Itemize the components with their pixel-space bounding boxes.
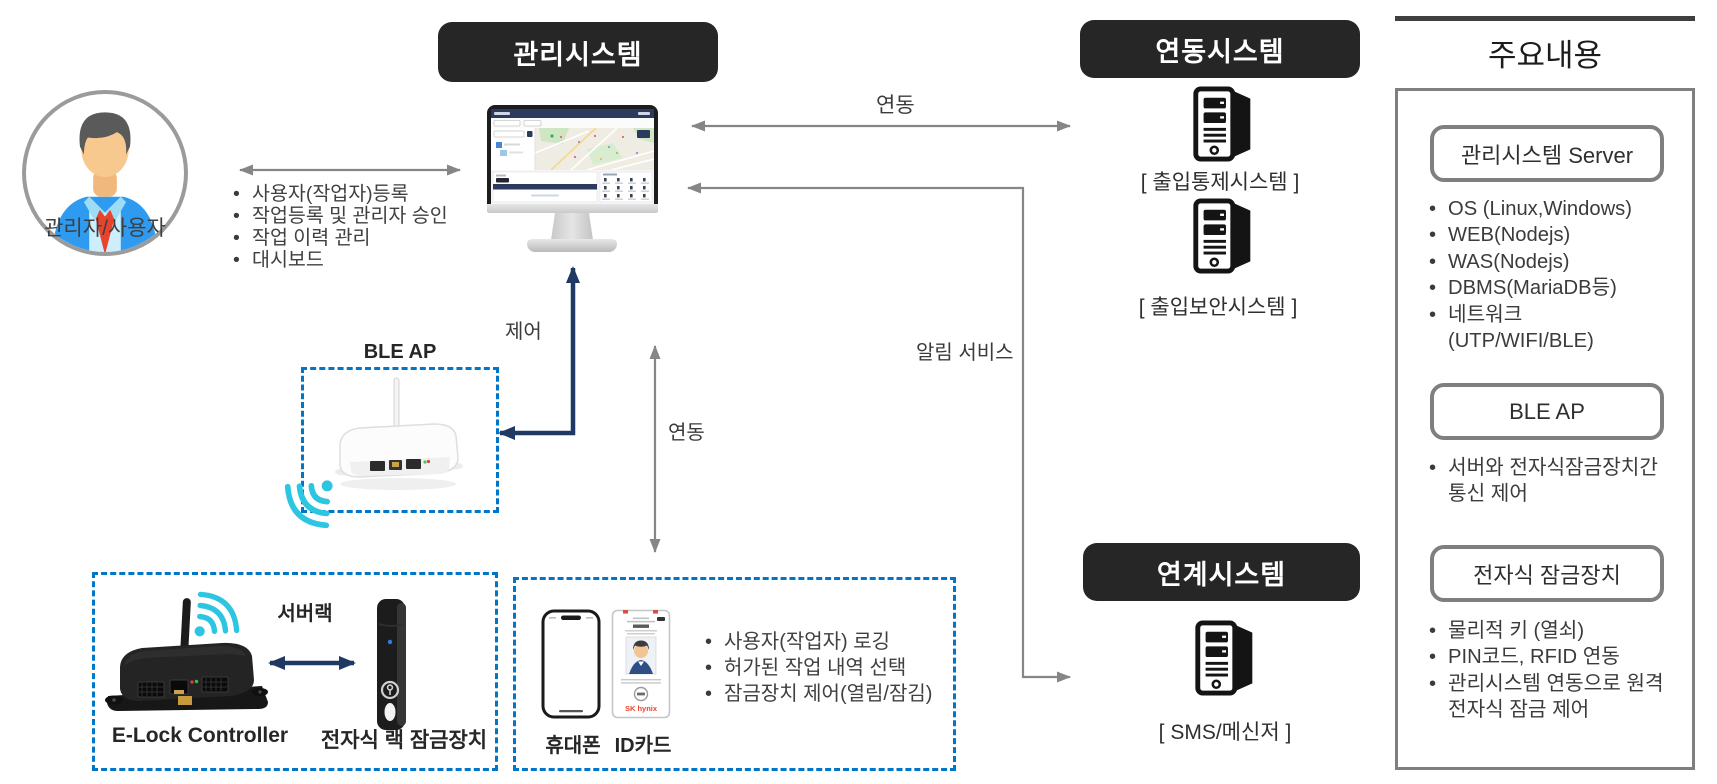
mobile-box bbox=[513, 577, 956, 771]
admin-user-label: 관리자/사용자 bbox=[44, 217, 166, 240]
summary-bleap-list: 서버와 전자식잠금장치간 통신 제어 bbox=[1424, 455, 1692, 508]
access-control-server-label: [ 출입통제시스템 ] bbox=[1140, 171, 1300, 194]
server-rack-box bbox=[92, 572, 498, 771]
summary-lock-list: 물리적 키 (열쇠) PIN코드, RFID 연동 관리시스템 연동으로 원격 … bbox=[1424, 618, 1692, 724]
summary-title: 주요내용 bbox=[1487, 38, 1603, 73]
list-item: 허가된 작업 내역 선택 bbox=[700, 655, 932, 681]
summary-top-rule bbox=[1395, 16, 1695, 21]
linked-system-header: 연계시스템 bbox=[1083, 543, 1360, 601]
elock-controller-label: E-Lock Controller bbox=[111, 724, 289, 747]
list-item: 서버와 전자식잠금장치간 통신 제어 bbox=[1424, 455, 1692, 508]
phone-icon bbox=[541, 609, 601, 719]
access-security-server-label: [ 출입보안시스템 ] bbox=[1138, 296, 1298, 319]
list-item: 대시보드 bbox=[228, 249, 448, 271]
control-arrow-label: 제어 bbox=[505, 321, 542, 343]
ble-ap-label: BLE AP bbox=[363, 341, 437, 363]
rack-lock-label: 전자식 랙 잠금장치 bbox=[320, 729, 488, 752]
management-system-header: 관리시스템 bbox=[438, 22, 718, 82]
ble-ap-router-icon bbox=[335, 377, 463, 490]
list-item: 사용자(작업자)등록 bbox=[228, 183, 448, 205]
interlock-top-label: 연동 bbox=[876, 94, 915, 117]
monitor-stand-neck bbox=[551, 213, 593, 240]
actor-function-list: 사용자(작업자)등록 작업등록 및 관리자 승인 작업 이력 관리 대시보드 bbox=[228, 183, 448, 271]
list-item: DBMS(MariaDB등) bbox=[1424, 275, 1692, 302]
list-item: WEB(Nodejs) bbox=[1424, 222, 1692, 249]
interlock-mid-label: 연동 bbox=[668, 422, 705, 444]
list-item: PIN코드, RFID 연동 bbox=[1424, 644, 1692, 671]
id-card-icon bbox=[611, 609, 671, 719]
monitor-chin bbox=[487, 204, 658, 213]
ble-ap-box bbox=[301, 367, 499, 513]
person-icon bbox=[52, 112, 158, 252]
sms-messenger-label: [ SMS/메신저 ] bbox=[1158, 721, 1292, 744]
list-item: 네트워크 (UTP/WIFI/BLE) bbox=[1424, 302, 1692, 355]
summary-server-list: OS (Linux,Windows) WEB(Nodejs) WAS(Nodej… bbox=[1424, 196, 1692, 354]
access-security-server-icon bbox=[1188, 198, 1262, 274]
list-item: OS (Linux,Windows) bbox=[1424, 196, 1692, 223]
notification-service-label: 알림 서비스 bbox=[916, 342, 1014, 364]
admin-user-avatar bbox=[22, 90, 188, 256]
monitor-screen bbox=[491, 109, 654, 204]
summary-section-heading-lock: 전자식 잠금장치 bbox=[1430, 545, 1664, 602]
integration-system-header: 연동시스템 bbox=[1080, 20, 1360, 78]
summary-section-heading-server: 관리시스템 Server bbox=[1430, 125, 1664, 182]
phone-label: 휴대폰 bbox=[545, 735, 601, 757]
list-item: 작업 이력 관리 bbox=[228, 227, 448, 249]
sms-messenger-server-icon bbox=[1190, 620, 1264, 696]
list-item: 사용자(작업자) 로깅 bbox=[700, 629, 932, 655]
monitor-stand-base bbox=[527, 239, 617, 252]
server-rack-label: 서버랙 bbox=[277, 603, 333, 625]
id-card-label: ID카드 bbox=[614, 735, 672, 757]
list-item: 작업등록 및 관리자 승인 bbox=[228, 205, 448, 227]
access-control-server-icon bbox=[1188, 86, 1262, 162]
mobile-function-list: 사용자(작업자) 로깅 허가된 작업 내역 선택 잠금장치 제어(열림/잠김) bbox=[700, 629, 932, 707]
card-brand-logo: SK hynix bbox=[624, 704, 658, 713]
arrow-control-navy bbox=[498, 266, 580, 440]
summary-section-heading-bleap: BLE AP bbox=[1430, 383, 1664, 440]
list-item: 잠금장치 제어(열림/잠김) bbox=[700, 681, 932, 707]
list-item: 물리적 키 (열쇠) bbox=[1424, 618, 1692, 645]
management-monitor bbox=[487, 105, 658, 255]
list-item: 관리시스템 연동으로 원격 전자식 잠금 제어 bbox=[1424, 671, 1692, 724]
elock-controller-icon bbox=[105, 598, 268, 711]
list-item: WAS(Nodejs) bbox=[1424, 249, 1692, 276]
rack-lock-icon bbox=[377, 599, 406, 730]
